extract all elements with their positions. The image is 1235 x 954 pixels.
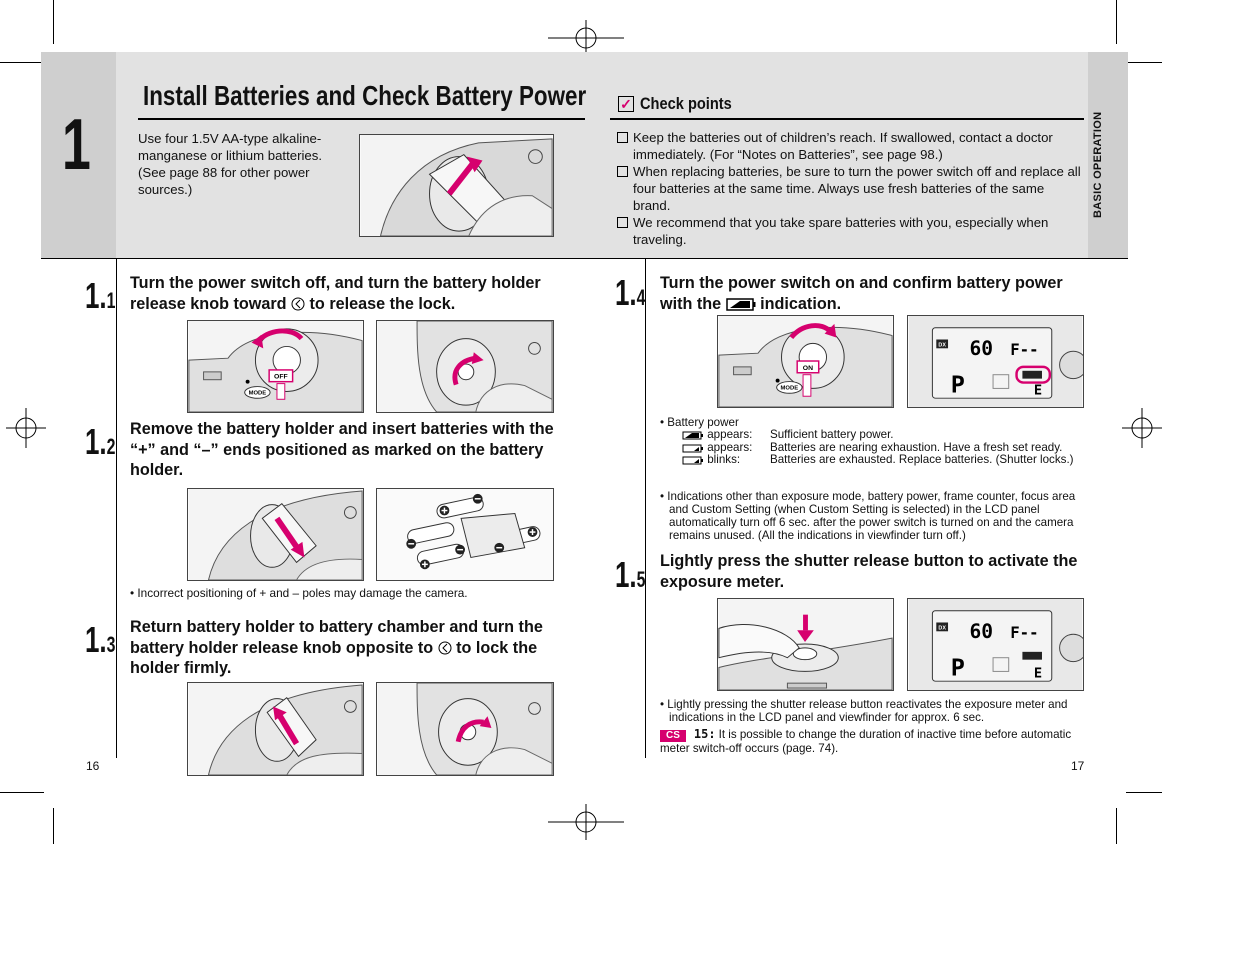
custom-setting-number: 15: — [693, 727, 716, 741]
release-knob-icon — [438, 641, 452, 655]
step-number-1-2: 1.2 — [85, 421, 116, 462]
lcd-aperture: F-- — [1010, 623, 1038, 642]
step-1-5-note: • Lightly pressing the shutter release b… — [660, 698, 1068, 724]
step-1-4-note: • Indications other than exposure mode, … — [660, 490, 1076, 542]
lcd-panel-battery-illustration: DX 60 F-- P E — [907, 315, 1084, 408]
lcd-mode: P — [951, 370, 965, 398]
battery-power-table: appears: Sufficient battery power. appea… — [660, 428, 1090, 467]
band-bottom-rule — [41, 258, 1128, 259]
checkmark-icon: ✓ — [618, 96, 634, 112]
page-title: Install Batteries and Check Battery Powe… — [143, 80, 587, 111]
battery-empty-icon — [682, 456, 703, 465]
lcd-aperture: F-- — [1010, 340, 1038, 359]
step-number-1-3: 1.3 — [85, 619, 116, 660]
registration-mark — [6, 408, 46, 448]
step-1-5-text: Lightly press the shutter release button… — [660, 552, 1078, 591]
check-points-list: Keep the batteries out of children’s rea… — [617, 129, 1085, 248]
crop-mark — [53, 0, 54, 44]
left-step-rule — [116, 258, 117, 758]
battery-power-title: • Battery power — [660, 416, 739, 429]
crop-mark — [1126, 62, 1162, 63]
on-label: ON — [803, 365, 813, 372]
power-switch-on-illustration: ON MODE — [717, 315, 894, 408]
battery-full-icon — [682, 431, 703, 440]
lcd-shutter: 60 — [970, 337, 994, 360]
crop-mark — [1116, 0, 1117, 44]
check-item: When replacing batteries, be sure to tur… — [617, 163, 1085, 214]
battery-holder-illustration — [359, 134, 554, 237]
chapter-number: 1 — [62, 105, 91, 185]
step-1-1-text: Turn the power switch off, and turn the … — [130, 274, 541, 313]
insert-batteries-illustration — [376, 488, 554, 581]
battery-row-empty: blinks: Batteries are exhausted. Replace… — [660, 453, 1090, 467]
return-holder-illustration — [187, 682, 364, 776]
battery-low-icon — [682, 444, 703, 453]
off-label: OFF — [274, 374, 288, 381]
battery-row-low: appears: Batteries are nearing exhaustio… — [660, 441, 1090, 455]
mode-label: MODE — [781, 385, 799, 391]
checkbox-icon — [617, 166, 628, 177]
dx-label: DX — [938, 342, 946, 348]
step-1-2-note: • Incorrect positioning of + and – poles… — [130, 586, 468, 600]
release-knob-icon — [291, 297, 305, 311]
step-number-1-4: 1.4 — [615, 272, 646, 313]
release-knob-illustration — [376, 320, 554, 413]
registration-mark — [1122, 408, 1162, 448]
lock-knob-illustration — [376, 682, 554, 776]
step-1-2-text: Remove the battery holder and insert bat… — [130, 420, 554, 480]
section-side-label: BASIC OPERATION — [1092, 111, 1104, 218]
header-band — [41, 52, 1128, 258]
right-step-rule — [645, 258, 646, 758]
crop-mark — [0, 62, 44, 63]
lcd-panel-meter-illustration: DX 60 F-- P E — [907, 598, 1084, 691]
lcd-shutter: 60 — [970, 620, 994, 643]
battery-row-full: appears: Sufficient battery power. — [660, 428, 1090, 442]
page-number-right: 17 — [1071, 759, 1085, 773]
lcd-frame: E — [1034, 382, 1042, 398]
registration-mark — [548, 20, 624, 56]
lcd-frame: E — [1034, 665, 1042, 681]
check-points-heading: ✓ Check points — [618, 94, 747, 114]
power-switch-off-illustration: OFF MODE — [187, 320, 364, 413]
registration-mark — [548, 804, 624, 840]
checkbox-icon — [617, 132, 628, 143]
dx-label: DX — [938, 625, 946, 631]
check-item: Keep the batteries out of children’s rea… — [617, 129, 1085, 163]
checkbox-icon — [617, 217, 628, 228]
intro-text: Use four 1.5V AA-type alkaline-manganese… — [138, 131, 322, 197]
step-number-1-1: 1.1 — [85, 275, 116, 316]
crop-mark — [1126, 792, 1162, 793]
page-number-left: 16 — [86, 759, 100, 773]
custom-setting-badge: CS — [660, 730, 686, 742]
chapter-column — [41, 52, 116, 258]
checkpoints-rule — [610, 118, 1084, 120]
check-item: We recommend that you take spare batteri… — [617, 214, 1085, 248]
title-rule — [138, 118, 585, 120]
step-number-1-5: 1.5 — [615, 554, 646, 595]
step-1-3-text: Return battery holder to battery chamber… — [130, 618, 543, 678]
mode-label: MODE — [249, 390, 267, 396]
battery-full-icon — [725, 297, 756, 311]
crop-mark — [0, 792, 44, 793]
side-column — [1088, 52, 1128, 258]
crop-mark — [53, 808, 54, 844]
step-1-4-text: Turn the power switch on and confirm bat… — [660, 274, 1063, 313]
crop-mark — [1116, 808, 1117, 844]
shutter-release-illustration — [717, 598, 894, 691]
remove-holder-illustration — [187, 488, 364, 581]
lcd-mode: P — [951, 653, 965, 681]
